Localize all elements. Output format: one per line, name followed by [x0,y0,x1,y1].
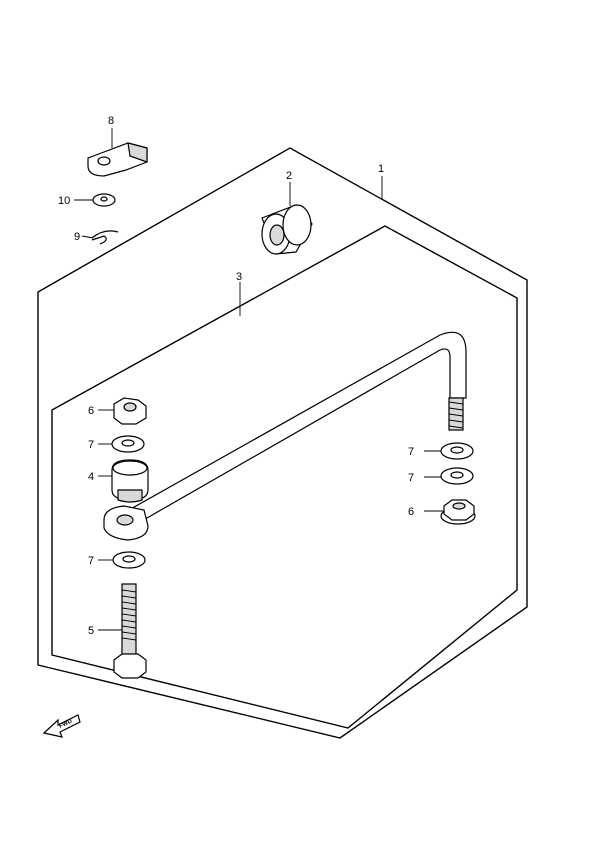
washer-part-7-right-a [424,442,474,460]
bolt-part-5 [98,583,147,679]
callout-7-right-a: 7 [408,446,414,458]
callout-7-right-b: 7 [408,472,414,484]
clip-part-9 [81,230,119,245]
washer-part-7-right-b [424,467,474,485]
callout-2: 2 [286,170,292,182]
callout-6-left: 6 [88,405,94,417]
callout-7-left-b: 7 [88,555,94,567]
callout-1: 1 [378,163,384,175]
nut-part-6-left [98,397,147,425]
callout-3: 3 [236,271,242,283]
callout-5: 5 [88,625,94,637]
fwd-arrow-icon: FWD [42,714,81,738]
washer-part-7-left-b [98,551,146,569]
callout-8: 8 [108,115,114,127]
callout-4: 4 [88,471,94,483]
kit-outline-outer [37,147,528,739]
nut-part-6-right [424,499,476,525]
callout-7-left-a: 7 [88,439,94,451]
drag-link-part-3 [103,282,467,541]
callout-9: 9 [74,231,80,243]
washer-part-7-left-a [98,435,145,453]
bushing-part-2 [261,182,313,255]
collar-part-4 [98,459,149,503]
callout-6-right: 6 [408,506,414,518]
fwd-label: FWD [58,718,74,729]
washer-part-10 [74,193,116,207]
kit-outline-inner [51,225,518,729]
callout-10: 10 [58,195,70,207]
bracket-part-8 [87,128,148,177]
